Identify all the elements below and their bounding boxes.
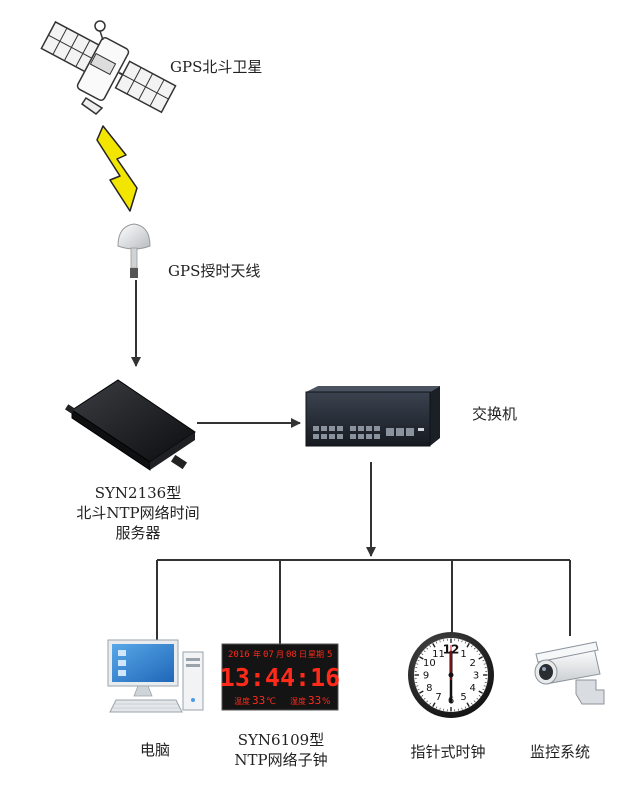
- antenna-icon: [117, 223, 151, 278]
- clock-tick: [419, 656, 424, 660]
- led-temp-value: 33: [252, 694, 265, 707]
- clock-tick: [432, 702, 436, 707]
- clock-tick: [478, 690, 483, 694]
- camera-label: 监控系统: [530, 743, 590, 761]
- clock-numeral: 11: [432, 649, 445, 660]
- clock-ticks: [414, 638, 488, 712]
- clock-tick: [426, 647, 429, 650]
- clock-tick: [439, 640, 441, 643]
- led-month: 07: [263, 650, 274, 660]
- clock-tick: [473, 700, 476, 703]
- led-humidity-unit: %: [322, 697, 331, 707]
- led-day: 08: [286, 650, 297, 660]
- clock-tick: [482, 659, 485, 662]
- network-switch-icon: [305, 386, 440, 447]
- satellite-label: GPS北斗卫星: [170, 58, 262, 76]
- clock-tick: [482, 688, 485, 691]
- computer-label: 电脑: [140, 741, 170, 759]
- led-temp-unit: ℃: [266, 697, 276, 707]
- clock-tick: [478, 653, 481, 655]
- clock-tick: [466, 702, 470, 707]
- clock-tick: [478, 656, 483, 660]
- clock-numeral: 8: [426, 683, 432, 694]
- led-time: 13:44:16: [220, 663, 340, 692]
- led-day-unit: 日: [299, 650, 307, 659]
- led-weekday: 5: [327, 650, 332, 660]
- analog-clock-label: 指针式时钟: [410, 743, 485, 761]
- clock-tick: [473, 647, 476, 650]
- clock-tick: [464, 706, 467, 709]
- clock-tick: [421, 653, 424, 655]
- clock-numeral: 3: [473, 671, 479, 682]
- clock-tick: [421, 695, 424, 697]
- satellite-icon: [40, 20, 177, 115]
- clock-tick: [419, 690, 424, 694]
- clock-tick: [423, 650, 426, 653]
- clock-tick: [471, 702, 473, 705]
- clock-tick: [423, 697, 426, 700]
- led-year: 2016: [228, 650, 250, 660]
- clock-tick: [476, 697, 479, 700]
- clock-tick: [439, 707, 441, 710]
- led-clock-label-line-2: NTP网络子钟: [234, 751, 327, 769]
- clock-tick: [417, 688, 420, 691]
- clock-numeral: 5: [460, 692, 466, 703]
- clock-tick: [461, 640, 463, 643]
- clock-tick: [417, 659, 420, 662]
- server-label-line-1: SYN2136型: [95, 484, 181, 502]
- clock-tick: [471, 645, 473, 648]
- led-weekday-label: 星期: [308, 650, 324, 659]
- led-temp-label: 温度: [234, 696, 250, 706]
- clock-tick: [416, 663, 419, 665]
- clock-tick: [483, 663, 486, 665]
- clock-numeral: 1: [460, 649, 466, 660]
- led-humidity-label: 湿度: [290, 696, 306, 706]
- antenna-label: GPS授时天线: [168, 262, 260, 280]
- ntp-server-icon: [65, 379, 196, 471]
- clock-numeral: 10: [423, 658, 436, 669]
- clock-tick: [435, 706, 438, 709]
- led-clock-display: 2016 年 07 月 08 日 星期 5 13:44:16 温度 33 ℃ 湿…: [220, 643, 340, 711]
- clock-tick: [466, 643, 470, 648]
- analog-clock-icon: 121234567891011: [408, 632, 494, 718]
- clock-numeral: 7: [435, 692, 441, 703]
- clock-tick: [464, 641, 467, 644]
- switch-label: 交换机: [472, 405, 517, 423]
- clock-tick: [429, 645, 431, 648]
- clock-tick: [429, 702, 431, 705]
- surveillance-camera-icon: [534, 641, 605, 705]
- clock-numeral: 9: [423, 671, 429, 682]
- clock-tick: [476, 650, 479, 653]
- server-label-line-3: 服务器: [115, 524, 160, 542]
- clock-tick: [478, 695, 481, 697]
- clock-tick: [435, 641, 438, 644]
- clock-tick: [426, 700, 429, 703]
- clock-tick: [461, 707, 463, 710]
- clock-tick: [416, 685, 419, 687]
- clock-tick: [432, 643, 436, 648]
- clock-tick: [483, 685, 486, 687]
- distribution-bus: [156, 559, 571, 644]
- led-year-unit: 年: [253, 649, 261, 659]
- led-humidity-value: 33: [308, 694, 321, 707]
- clock-numeral: 4: [469, 683, 475, 694]
- led-clock-label-line-1: SYN6109型: [238, 731, 324, 749]
- clock-numeral: 2: [469, 658, 475, 669]
- lightning-icon: [96, 125, 138, 212]
- computer-icon: [107, 639, 204, 713]
- server-label-line-2: 北斗NTP网络时间: [76, 504, 199, 522]
- led-month-unit: 月: [276, 650, 284, 659]
